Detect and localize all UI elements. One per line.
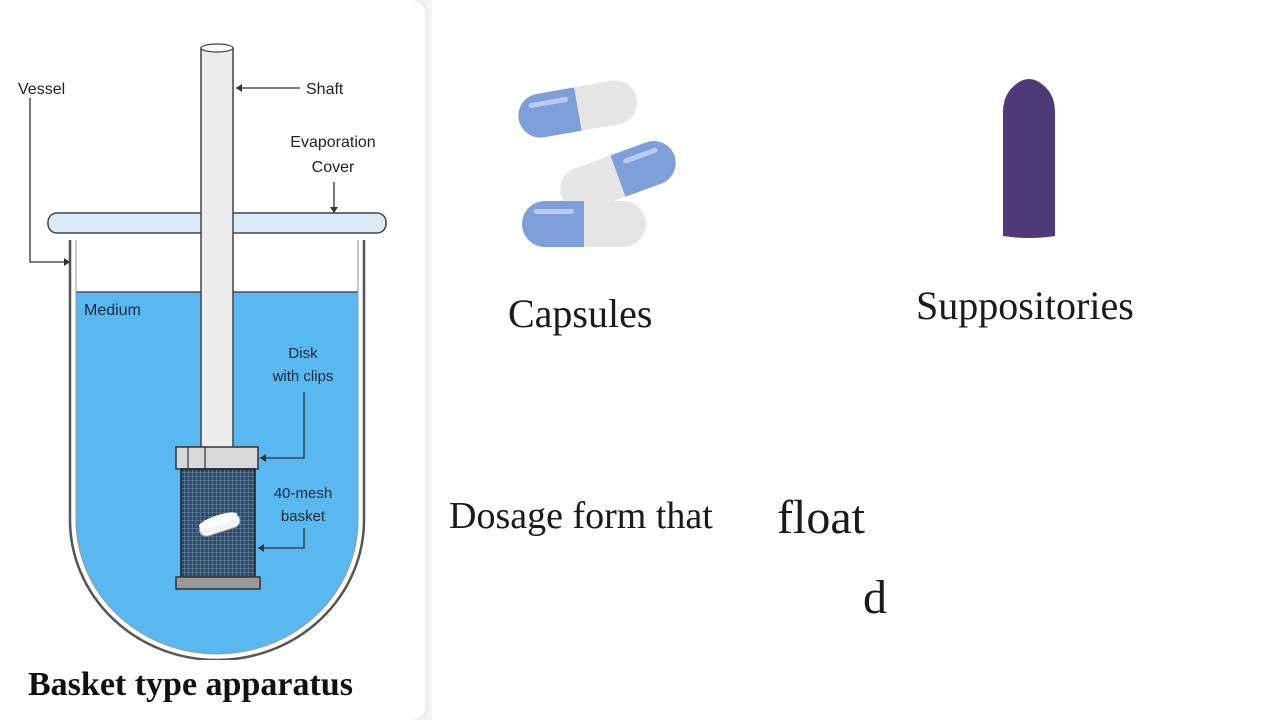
medium-label: Medium	[84, 302, 141, 319]
capsule-3	[522, 201, 646, 247]
shaft	[200, 47, 234, 451]
evaporation-label-line1: Evaporation	[290, 134, 375, 151]
d-text: d	[863, 571, 887, 624]
disk-callout-line	[260, 392, 305, 459]
disk-label-line2: with clips	[272, 368, 334, 385]
suppositories-label: Suppositories	[916, 283, 1134, 328]
disk-label-line1: Disk	[288, 345, 318, 362]
shaft-top	[200, 43, 234, 53]
mesh-label-line2: basket	[281, 508, 326, 525]
mesh-label-line1: 40-mesh	[274, 485, 332, 502]
tablet	[198, 512, 241, 537]
capsules-image	[518, 80, 676, 247]
dosage-form-text: Dosage form that	[449, 495, 713, 537]
vessel-callout-line	[29, 98, 70, 263]
capsule-1	[518, 80, 638, 138]
suppository-image	[1003, 79, 1055, 238]
capsules-label: Capsules	[508, 291, 653, 336]
basket-base	[175, 576, 261, 590]
vessel-inner-wall	[75, 240, 359, 655]
vessel-label: Vessel	[18, 81, 65, 98]
diagram-card: Vessel Shaft Evaporation Cover Medium Di…	[0, 0, 426, 720]
diagram-title: Basket type apparatus	[28, 666, 353, 703]
suppository-shape	[1003, 79, 1055, 238]
mesh-callout-line	[258, 528, 305, 549]
shaft-label: Shaft	[306, 81, 344, 98]
basket-apparatus-diagram: Vessel Shaft Evaporation Cover Medium Di…	[18, 43, 387, 662]
capsule-2	[560, 141, 676, 211]
float-text: float	[777, 491, 865, 544]
evaporation-label-line2: Cover	[312, 159, 355, 176]
